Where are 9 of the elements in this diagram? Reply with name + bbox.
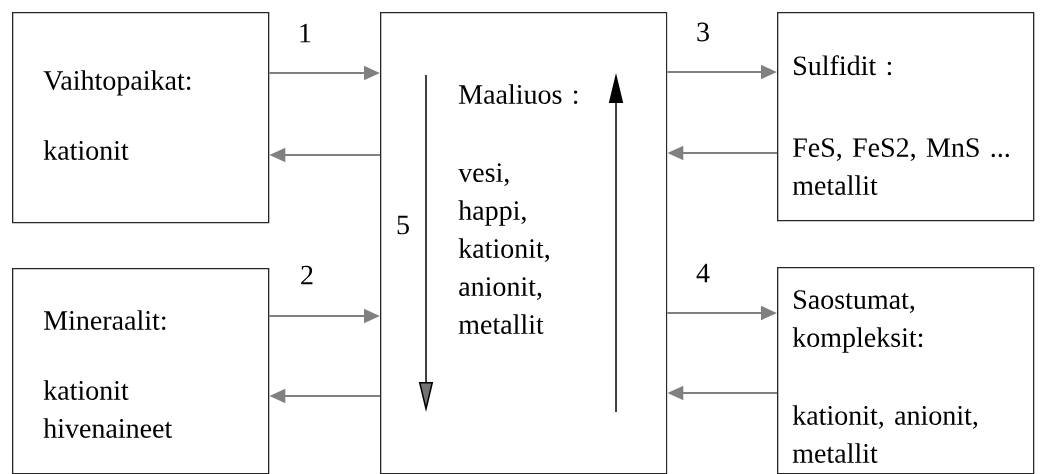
callout-number: 4 bbox=[696, 263, 710, 283]
callout-number: 5 bbox=[397, 215, 409, 235]
process-box: Sulfidit : FeS, FeS2, MnS ... metallit bbox=[777, 12, 1035, 222]
process-box: Saostumat, kompleksit: kationit, anionit, metallit bbox=[777, 267, 1035, 474]
callout-number: 2 bbox=[301, 265, 313, 285]
process-box: Vaihtopaikat: kationit bbox=[12, 12, 270, 224]
process-box: Mineraalit: kationit hivenaineet bbox=[12, 268, 270, 474]
callout-number: 1 bbox=[300, 23, 311, 43]
callout-number: 3 bbox=[697, 22, 709, 42]
